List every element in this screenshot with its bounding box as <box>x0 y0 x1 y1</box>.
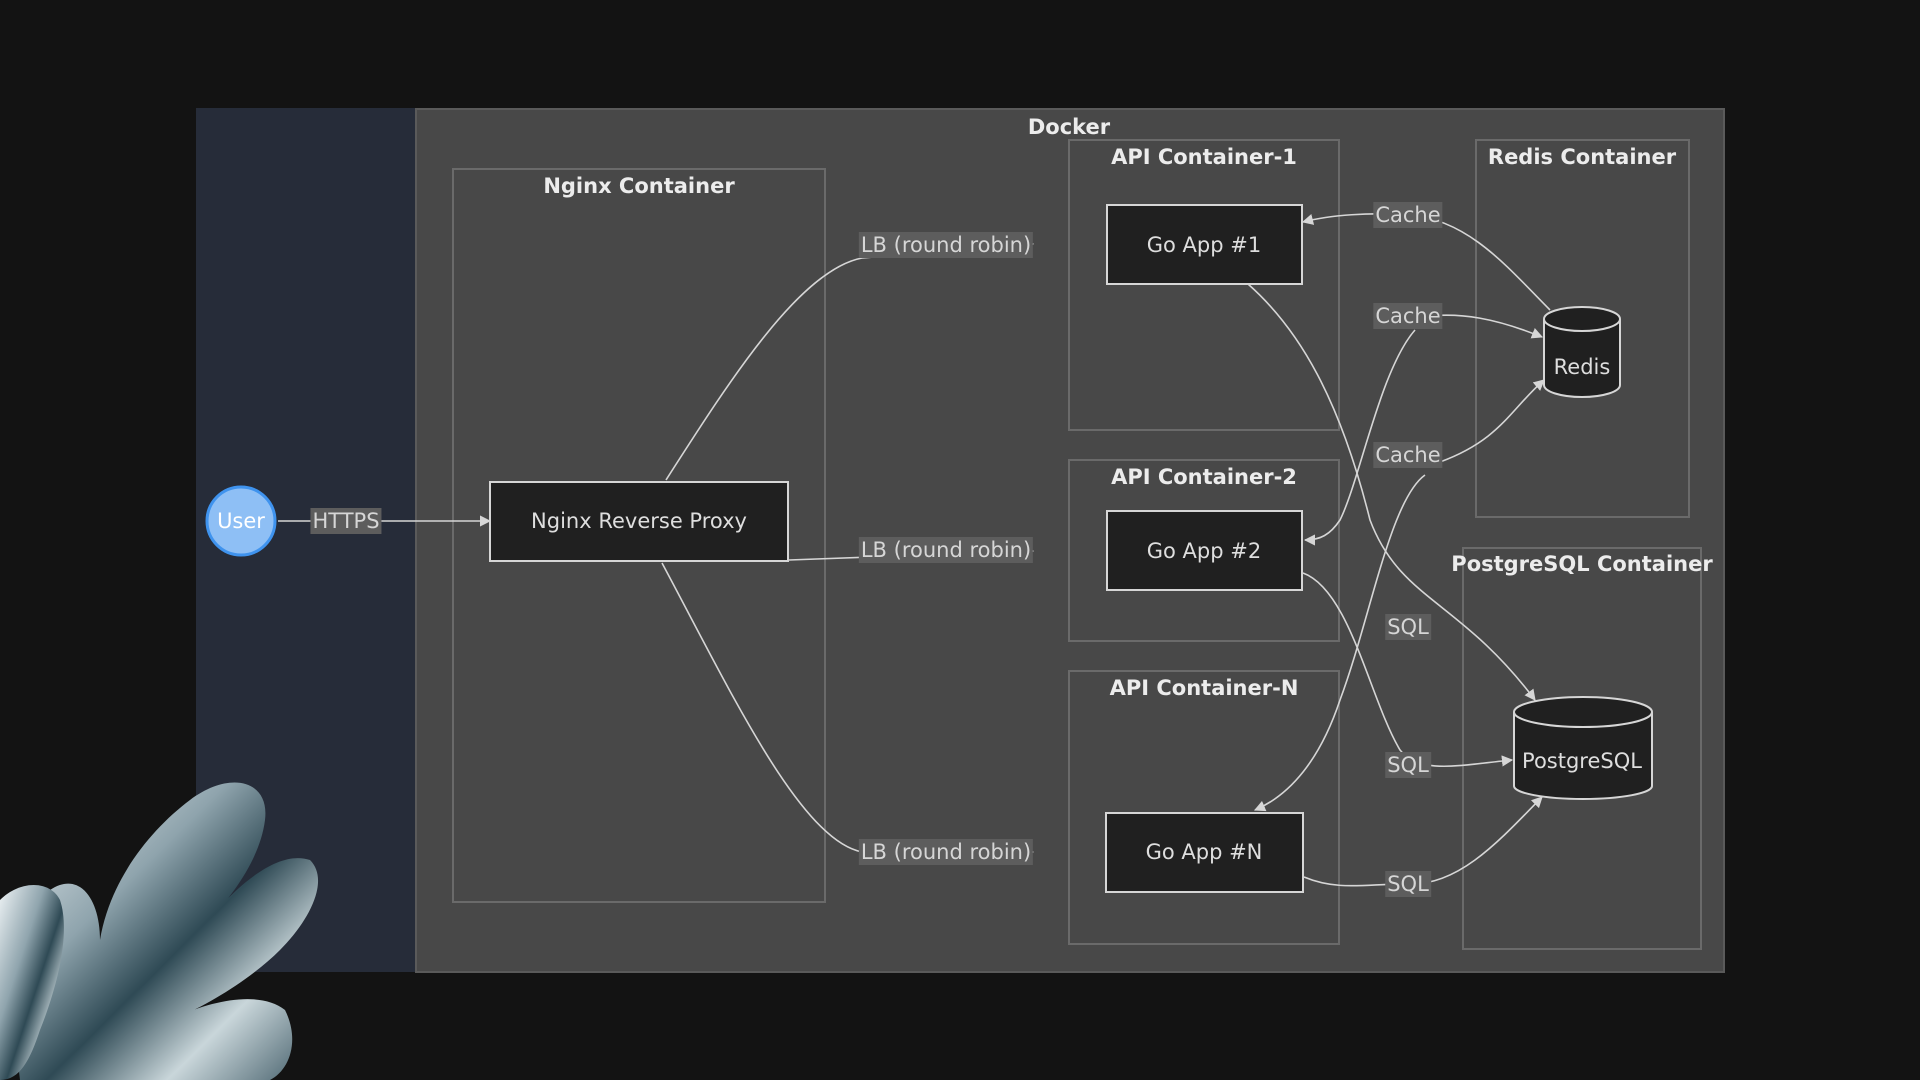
node-go-app-2[interactable] <box>1106 510 1303 591</box>
postgres-container-title: PostgreSQL Container <box>1451 552 1713 576</box>
go-app-1-label: Go App #1 <box>1146 233 1262 257</box>
api-container-1-group <box>1068 139 1340 431</box>
nginx-proxy-label: Nginx Reverse Proxy <box>531 509 747 533</box>
node-nginx-reverse-proxy[interactable] <box>489 481 789 562</box>
edge-label-cache1: Cache <box>1373 202 1443 228</box>
user-label: User <box>217 509 265 533</box>
postgres-container-group <box>1462 547 1702 950</box>
edge-label-sql1: SQL <box>1385 614 1431 640</box>
node-go-app-n[interactable] <box>1105 812 1304 893</box>
edge-lbn <box>661 562 1035 858</box>
node-postgresql-cylinder[interactable] <box>1513 696 1653 800</box>
edge-lb1 <box>665 239 1035 481</box>
node-go-app-1[interactable] <box>1106 204 1303 285</box>
redis-label: Redis <box>1553 355 1611 379</box>
redis-container-title: Redis Container <box>1487 145 1677 169</box>
node-redis-cylinder[interactable] <box>1543 306 1621 398</box>
api-container-n-group <box>1068 670 1340 945</box>
nginx-container-title: Nginx Container <box>543 174 735 198</box>
edge-label-lb2: LB (round robin) <box>858 537 1034 563</box>
edge-label-sql2: SQL <box>1385 752 1431 778</box>
edge-label-cachen: Cache <box>1373 442 1443 468</box>
edge-sql2 <box>1302 572 1514 768</box>
go-app-n-label: Go App #N <box>1145 840 1263 864</box>
redis-container-group <box>1475 139 1690 518</box>
api-container-1-title: API Container-1 <box>1111 145 1297 169</box>
node-user[interactable] <box>205 485 277 557</box>
edge-cachen <box>1253 474 1426 812</box>
go-app-2-label: Go App #2 <box>1146 539 1262 563</box>
edge-sql1 <box>1247 283 1536 701</box>
edge-label-cache2: Cache <box>1373 303 1443 329</box>
edge-cache2-go2 <box>1303 329 1416 546</box>
edge-cachen-redis <box>1439 379 1545 463</box>
api-container-n-title: API Container-N <box>1109 676 1299 700</box>
nginx-container-group <box>452 168 826 903</box>
api-container-2-title: API Container-2 <box>1111 465 1297 489</box>
edge-label-lbn: LB (round robin) <box>858 839 1034 865</box>
edge-label-https: HTTPS <box>310 508 382 534</box>
edge-label-sqln: SQL <box>1385 871 1431 897</box>
postgresql-label: PostgreSQL <box>1522 749 1642 773</box>
docker-title: Docker <box>1027 115 1111 139</box>
edge-label-lb1: LB (round robin) <box>858 232 1034 258</box>
chrome-decoration <box>0 782 319 1080</box>
api-container-2-group <box>1068 459 1340 642</box>
